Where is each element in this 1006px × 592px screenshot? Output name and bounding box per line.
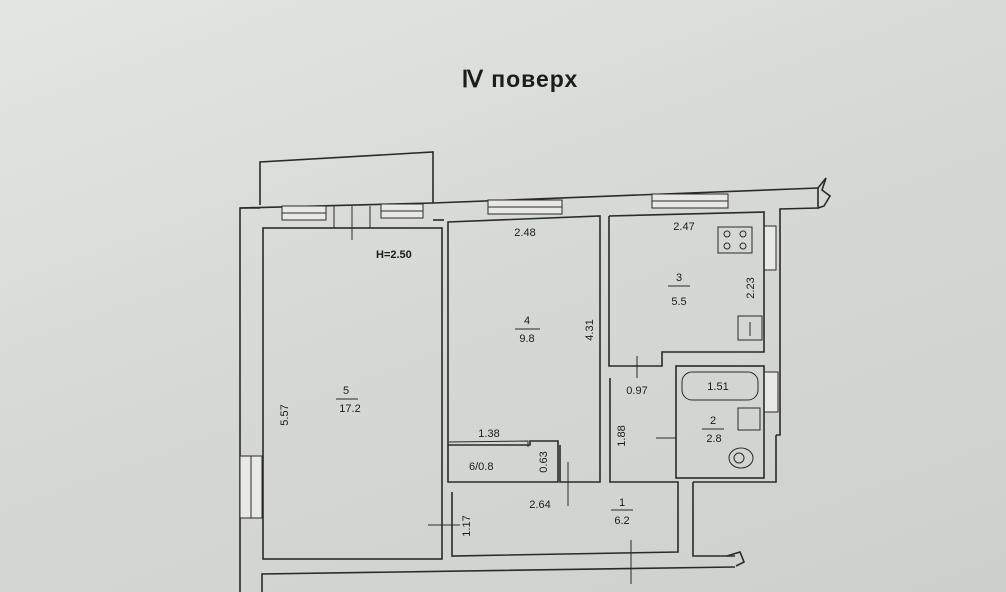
outer-walls — [239, 177, 832, 592]
room-3 — [608, 211, 765, 367]
dim-bath-width: 1.51 — [707, 381, 728, 393]
room-2-area: 2.8 — [706, 433, 721, 445]
dim-corridor-depth: 1.17 — [461, 515, 473, 536]
windows — [239, 193, 779, 519]
dim-corridor-height: 1.88 — [616, 425, 628, 446]
dim-door-gap: 0.97 — [626, 385, 647, 397]
room-5-area: 17.2 — [339, 403, 360, 415]
closet-6-label: 6/0.8 — [469, 461, 493, 473]
dim-room5-height: 5.57 — [279, 404, 291, 425]
room-2-number: 2 — [710, 415, 716, 427]
room-1 — [428, 356, 679, 584]
balcony — [259, 151, 434, 205]
room-4-area: 9.8 — [519, 333, 534, 345]
dim-room3-height: 2.23 — [745, 277, 757, 298]
room-2 — [675, 365, 765, 479]
dim-room4-width: 2.48 — [514, 227, 535, 239]
room-5 — [262, 227, 443, 560]
dim-closet-depth: 0.63 — [538, 451, 550, 472]
closet-6 — [447, 440, 559, 483]
room-4-number: 4 — [524, 315, 530, 327]
room-3-area: 5.5 — [671, 296, 686, 308]
dim-room4-height: 4.31 — [584, 319, 596, 340]
floor-title: Ⅳ поверх — [461, 66, 579, 92]
dim-room3-width: 2.47 — [673, 221, 694, 233]
ceiling-height-label: H=2.50 — [376, 249, 412, 261]
room-4 — [447, 215, 601, 483]
dim-corridor-width: 2.64 — [529, 499, 550, 511]
room-1-area: 6.2 — [614, 515, 629, 527]
room-5-number: 5 — [343, 385, 349, 397]
dim-closet-width: 1.38 — [478, 428, 499, 440]
room-3-number: 3 — [676, 272, 682, 284]
room-1-number: 1 — [619, 497, 625, 509]
